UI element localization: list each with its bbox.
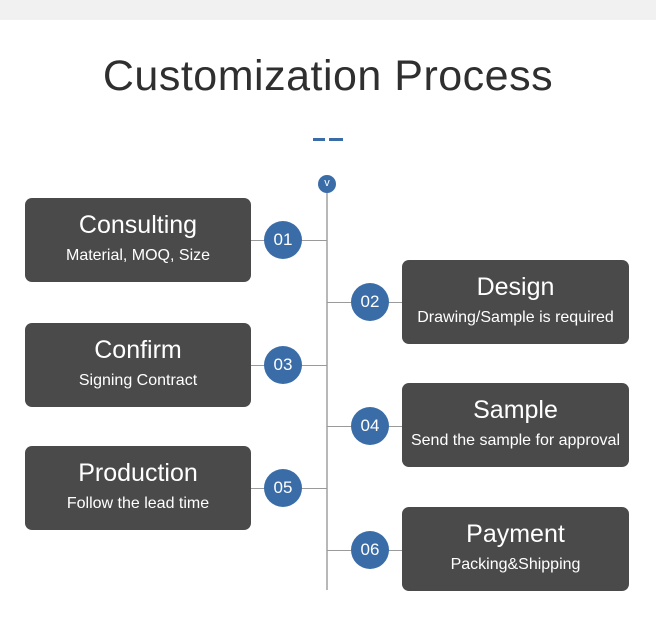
step-card-production: Production Follow the lead time	[25, 446, 251, 530]
step-subtitle: Material, MOQ, Size	[65, 247, 211, 264]
step-subtitle: Follow the lead time	[66, 495, 210, 512]
step-title: Design	[476, 273, 555, 301]
step-subtitle: Drawing/Sample is required	[417, 309, 614, 326]
step-number-badge: 06	[351, 531, 389, 569]
step-subtitle: Signing Contract	[78, 372, 198, 389]
step-card-consulting: Consulting Material, MOQ, Size	[25, 198, 251, 282]
step-title: Consulting	[78, 211, 198, 239]
step-number-badge: 04	[351, 407, 389, 445]
step-subtitle: Packing&Shipping	[450, 556, 581, 573]
step-title: Payment	[466, 520, 565, 548]
step-title: Confirm	[94, 336, 182, 364]
page-title: Customization Process	[102, 52, 554, 100]
step-number-badge: 05	[264, 469, 302, 507]
step-card-confirm: Confirm Signing Contract	[25, 323, 251, 407]
step-title: Sample	[473, 396, 558, 424]
step-card-sample: Sample Send the sample for approval	[402, 383, 629, 467]
step-title: Production	[78, 459, 198, 487]
step-card-design: Design Drawing/Sample is required	[402, 260, 629, 344]
title-underline-right	[329, 138, 343, 141]
step-subtitle: Send the sample for approval	[410, 432, 620, 449]
step-number-badge: 02	[351, 283, 389, 321]
step-number-badge: 01	[264, 221, 302, 259]
timeline-top-marker: v	[318, 175, 336, 193]
step-card-payment: Payment Packing&Shipping	[402, 507, 629, 591]
step-number-badge: 03	[264, 346, 302, 384]
top-bar	[0, 0, 656, 20]
title-underline-left	[313, 138, 325, 141]
timeline-line	[326, 190, 328, 590]
